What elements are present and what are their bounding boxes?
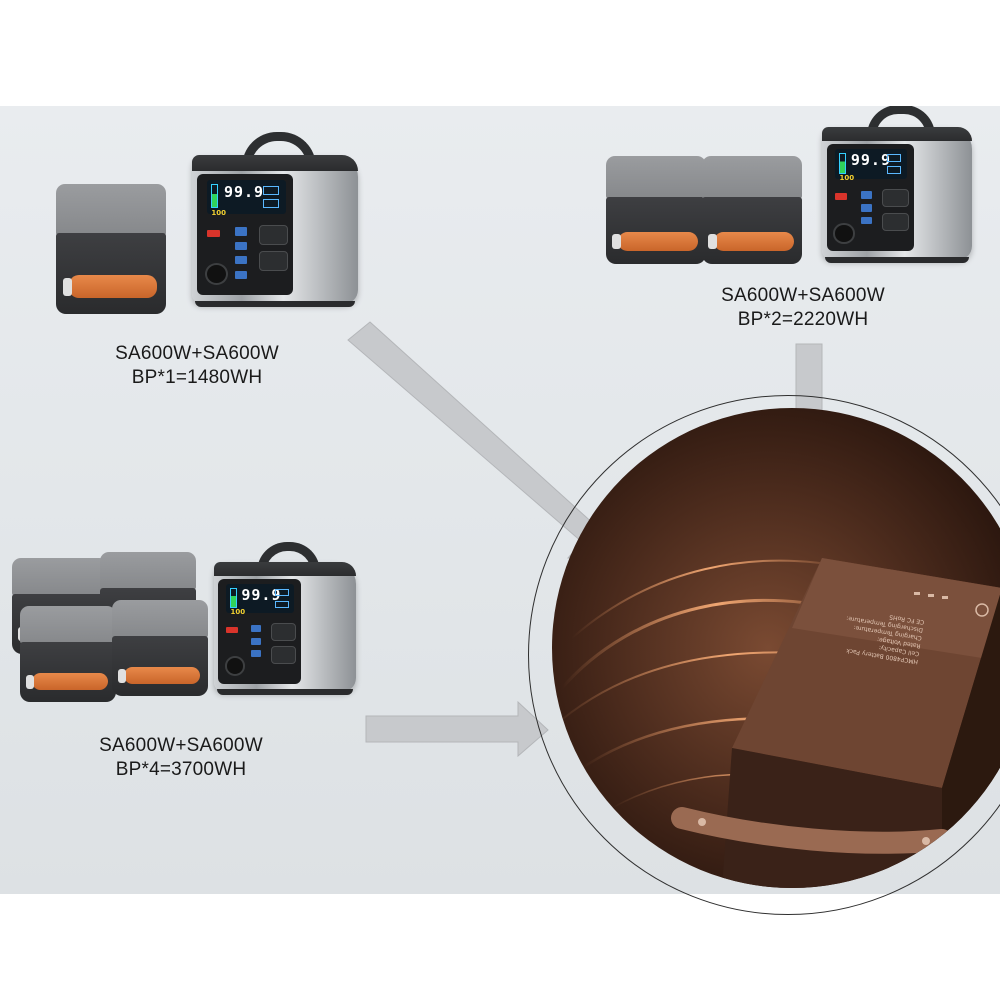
config-1-line-2: BP*1=1480WH [131,367,263,388]
config-1-line-1: SA600W+SA600W [115,343,279,364]
battery-pack-icon [702,156,802,264]
battery-pack-icon [56,184,166,314]
battery-pack-icon [112,600,208,696]
display-percent: 100 [230,608,246,617]
magnified-battery-pack [671,558,1000,888]
config-2-line-2: BP*2=2220WH [737,309,869,330]
battery-pack-icon [606,156,706,264]
power-station-icon: 99.9 100 [822,106,972,263]
power-button-icon [975,603,989,617]
power-station-icon: 99.9 100 [214,541,356,695]
zoom-circle: HMCP4800 Battery Pack Cell Capacity: Rat… [552,408,1000,888]
config-3-line-1: SA600W+SA600W [99,735,263,756]
config-3-caption: SA600W+SA600W BP*4=3700WH [70,734,292,782]
config-2-line-1: SA600W+SA600W [721,285,885,306]
display-reading: 99.9 [241,586,282,605]
config-3-line-2: BP*4=3700WH [115,759,247,780]
display-reading: 99.9 [223,183,265,202]
display-percent: 100 [839,174,855,183]
display-percent: 100 [211,209,226,218]
display-reading: 99.9 [850,151,891,170]
arrow-icon [365,700,549,758]
power-station-icon: 99.9 100 [192,131,358,308]
config-2-caption: SA600W+SA600W BP*2=2220WH [692,284,914,332]
config-1-caption: SA600W+SA600W BP*1=1480WH [86,342,308,390]
battery-pack-icon [20,606,116,702]
